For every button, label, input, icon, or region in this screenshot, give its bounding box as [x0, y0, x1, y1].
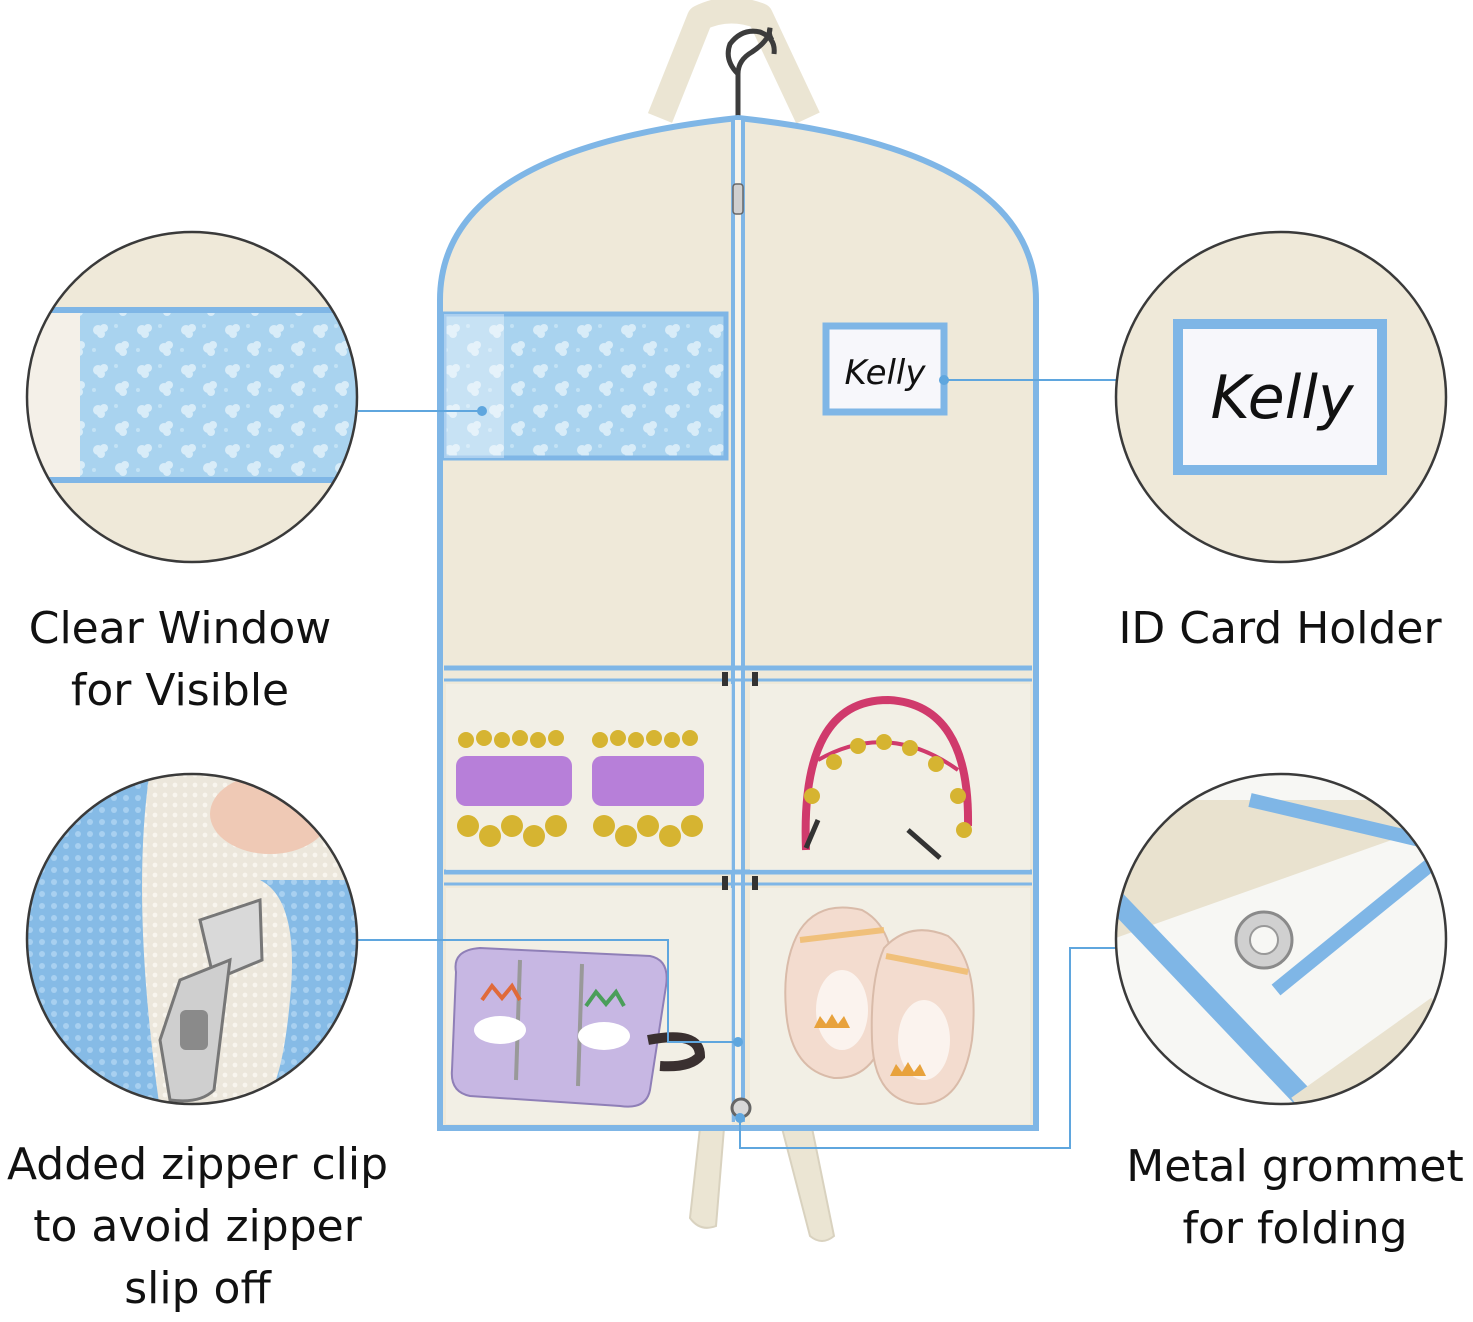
caption-zipper-clip-line2: to avoid zipper: [33, 1201, 362, 1252]
id-card-name-zoom: Kelly: [1211, 363, 1355, 433]
detail-circle-grommet: [1114, 772, 1448, 1106]
coin-cuff-left: [456, 730, 572, 847]
caption-zipper-clip: Added zipper clip to avoid zipper slip o…: [0, 1134, 395, 1320]
top-handle-strap: [647, 0, 820, 124]
garment-bag: Kelly: [437, 0, 1039, 1242]
caption-zipper-clip-line3: slip off: [124, 1263, 271, 1314]
hanger-hook-icon: [735, 27, 775, 116]
cosmetic-bag: [450, 946, 706, 1108]
id-card-name: Kelly: [844, 353, 926, 393]
clear-window: [441, 311, 729, 461]
ballet-shoes: [784, 906, 975, 1106]
detail-circle-id-card: Kelly: [1114, 230, 1448, 564]
pocket-upper-right: [750, 684, 1030, 870]
caption-id-card-line1: ID Card Holder: [1118, 603, 1442, 654]
callout-lines: [358, 375, 1118, 1149]
detail-circle-zipper-clip: [25, 772, 359, 1106]
coin-headband: [801, 695, 973, 860]
detail-circle-clear-window: [25, 230, 359, 564]
caption-grommet-line1: Metal grommet: [1126, 1141, 1464, 1192]
caption-clear-window: Clear Window for Visible: [10, 598, 350, 722]
caption-grommet: Metal grommet for folding: [1110, 1136, 1473, 1260]
caption-clear-window-line1: Clear Window: [28, 603, 332, 654]
zipper-pull-icon: [732, 183, 744, 215]
id-card-holder: [822, 322, 948, 416]
caption-clear-window-line2: for Visible: [70, 665, 290, 716]
caption-zipper-clip-line1: Added zipper clip: [6, 1139, 389, 1190]
bottom-handle-strap: [688, 1127, 725, 1229]
caption-grommet-line2: for folding: [1182, 1203, 1408, 1254]
coin-cuff-right: [592, 730, 704, 847]
caption-id-card: ID Card Holder: [1100, 598, 1460, 660]
